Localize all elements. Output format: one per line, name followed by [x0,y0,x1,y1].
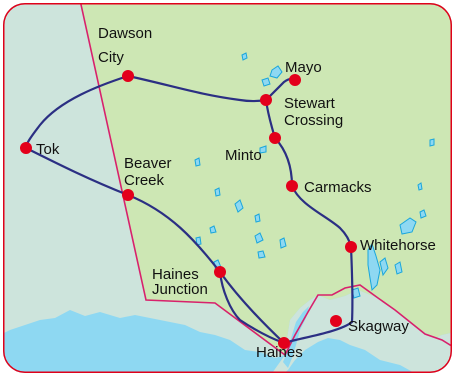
haines-junction-marker [214,266,226,278]
stewart-crossing-label-line1: Stewart [284,95,336,112]
skagway-marker [330,315,342,327]
tok-label: Tok [36,141,60,158]
beaver-creek-marker [122,189,134,201]
dawson-city-label-line2: City [98,49,124,66]
mayo-label: Mayo [285,59,322,76]
tok-marker [20,142,32,154]
minto-marker [269,132,281,144]
dawson-city-marker [122,70,134,82]
town-markers [20,70,357,349]
haines-marker [278,337,290,349]
carmacks-marker [286,180,298,192]
carmacks-label: Carmacks [304,179,372,196]
canada-land [80,3,452,355]
haines-label: Haines [256,344,303,361]
minto-label: Minto [225,147,262,164]
stewart-crossing-marker [260,94,272,106]
international-border [79,3,286,356]
beaver-creek-label-line2: Creek [124,172,165,189]
lakes [194,52,435,299]
stewart-crossing-label-line2: Crossing [284,112,343,129]
haines-junction-label-line1: Haines [152,266,199,283]
mayo-marker [289,74,301,86]
skagway-label: Skagway [348,318,409,335]
haines-junction-label-line2: Junction [152,281,208,298]
whitehorse-label: Whitehorse [360,237,436,254]
dawson-city-label-line1: Dawson [98,25,152,42]
alaska-land [3,3,285,358]
whitehorse-marker [345,241,357,253]
beaver-creek-label-line1: Beaver [124,155,172,172]
inlet-water [295,342,405,373]
highway-route [24,74,354,345]
panhandle-border [284,284,452,356]
panhandle-land [270,290,452,373]
